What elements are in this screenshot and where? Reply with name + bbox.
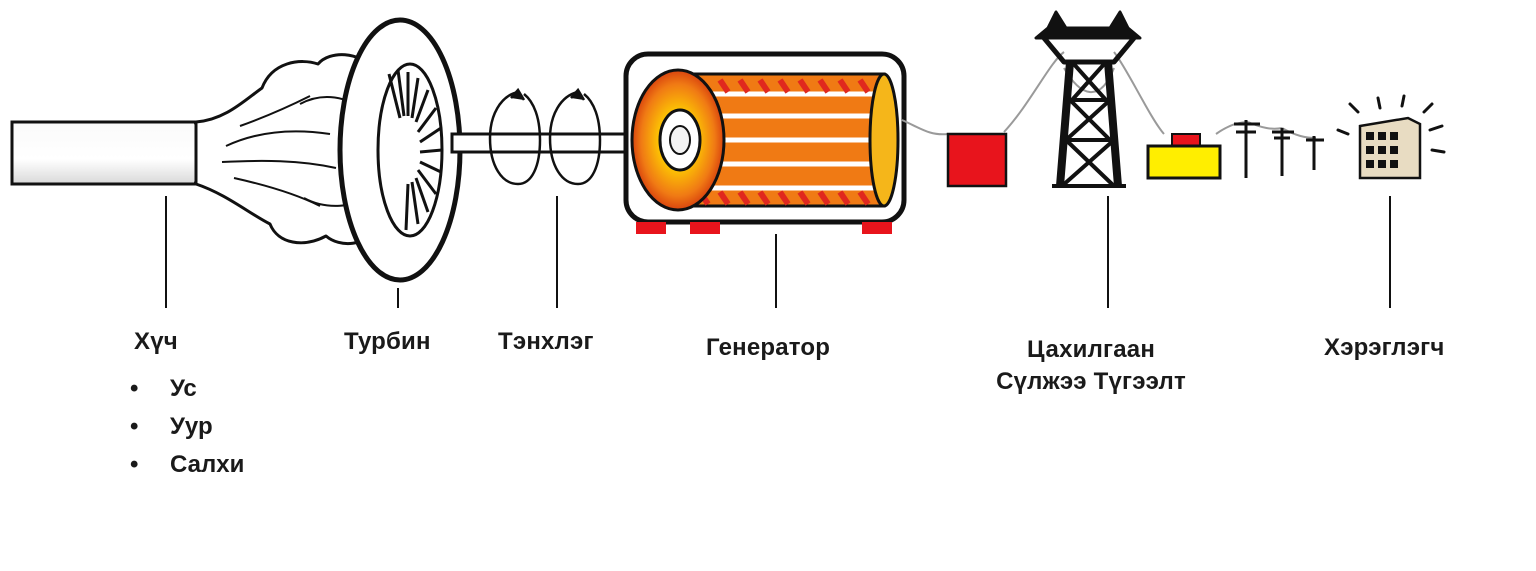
label-turbine: Турбин	[344, 328, 431, 355]
label-grid: Цахилгаан Сүлжээ Түгээлт	[966, 334, 1216, 398]
building-icon	[1336, 94, 1446, 180]
list-item: Уур	[128, 408, 244, 446]
transformer-icon	[946, 132, 1008, 188]
list-item: Салхи	[128, 446, 244, 484]
transformer-icon	[1146, 133, 1222, 180]
label-consumer: Хэрэглэгч	[1324, 334, 1445, 361]
utility-pole-icon	[1234, 120, 1324, 178]
label-grid-line2: Сүлжээ Түгээлт	[996, 368, 1186, 395]
transmission-tower-icon	[1034, 10, 1142, 188]
label-shaft: Тэнхлэг	[498, 328, 594, 355]
list-item: Ус	[128, 370, 244, 408]
source-list: Ус Уур Салхи	[128, 370, 244, 484]
turbine-wheel-icon	[337, 17, 463, 283]
pipe-icon	[10, 120, 203, 186]
label-force: Хүч	[134, 328, 178, 355]
label-generator: Генератор	[706, 334, 831, 361]
generator-icon	[623, 51, 907, 234]
label-grid-line1: Цахилгаан	[1026, 336, 1156, 363]
leader-lines	[165, 196, 1391, 308]
rotation-arrow-icon	[488, 87, 602, 186]
